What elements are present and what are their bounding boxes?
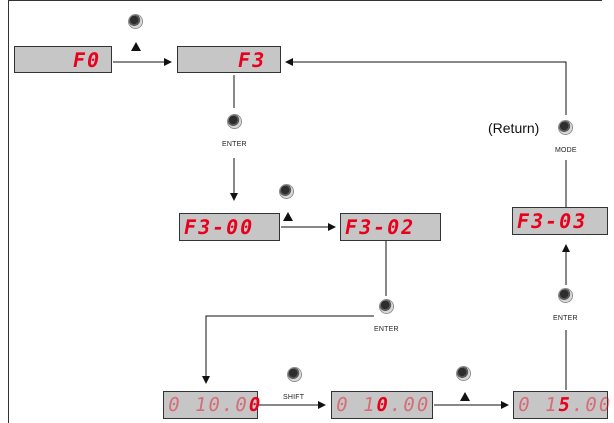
value-ghost-after-3: .00 xyxy=(569,394,614,416)
up-key-icon-3[interactable] xyxy=(457,367,470,380)
enter-key-icon-3[interactable] xyxy=(559,289,572,302)
display-f3: F3 xyxy=(177,46,281,73)
display-f3-03: F3-03 xyxy=(512,207,608,235)
shift-label: SHIFT xyxy=(283,394,305,401)
display-f3-text: F3 xyxy=(235,47,269,72)
up-arrow-icon-1 xyxy=(131,42,141,51)
value-display-initial: 0 10.00 xyxy=(163,391,264,419)
mode-label: MODE xyxy=(555,147,577,154)
return-label: (Return) xyxy=(488,120,540,136)
mode-key-icon[interactable] xyxy=(559,121,572,134)
up-key-icon-2[interactable] xyxy=(280,185,293,198)
frame-top-border xyxy=(8,0,602,1)
frame-left-border xyxy=(8,0,9,423)
enter-label-2: ENTER xyxy=(374,326,399,333)
value-ghost-digits-1: 0 10.0 xyxy=(166,394,251,416)
up-arrow-icon-3 xyxy=(460,392,470,401)
up-arrow-icon-2 xyxy=(283,212,293,221)
up-key-icon-1[interactable] xyxy=(129,15,142,28)
enter-label-1: ENTER xyxy=(222,141,247,148)
display-f3-03-text: F3-03 xyxy=(514,209,590,233)
value-ghost-after-2: .00 xyxy=(387,394,433,416)
enter-key-icon-2[interactable] xyxy=(380,300,393,313)
enter-label-3: ENTER xyxy=(553,315,578,322)
enter-key-icon-1[interactable] xyxy=(228,115,241,128)
display-f3-00-text: F3-00 xyxy=(181,215,257,239)
display-f3-02: F3-02 xyxy=(340,213,441,241)
value-display-shifted: 0 10.00 xyxy=(331,391,433,419)
display-f0: F0 xyxy=(14,46,112,73)
shift-key-icon[interactable] xyxy=(288,368,301,381)
value-ghost-before-2: 0 1 xyxy=(334,394,379,416)
value-display-incremented: 0 15.00 xyxy=(513,391,614,419)
arrow-to-value-row xyxy=(202,315,374,384)
display-f3-00: F3-00 xyxy=(179,213,280,241)
display-f0-text: F0 xyxy=(70,47,104,72)
value-ghost-before-3: 0 1 xyxy=(516,394,561,416)
display-f3-02-text: F3-02 xyxy=(342,215,418,239)
arrow-return-to-f3 xyxy=(285,58,567,115)
